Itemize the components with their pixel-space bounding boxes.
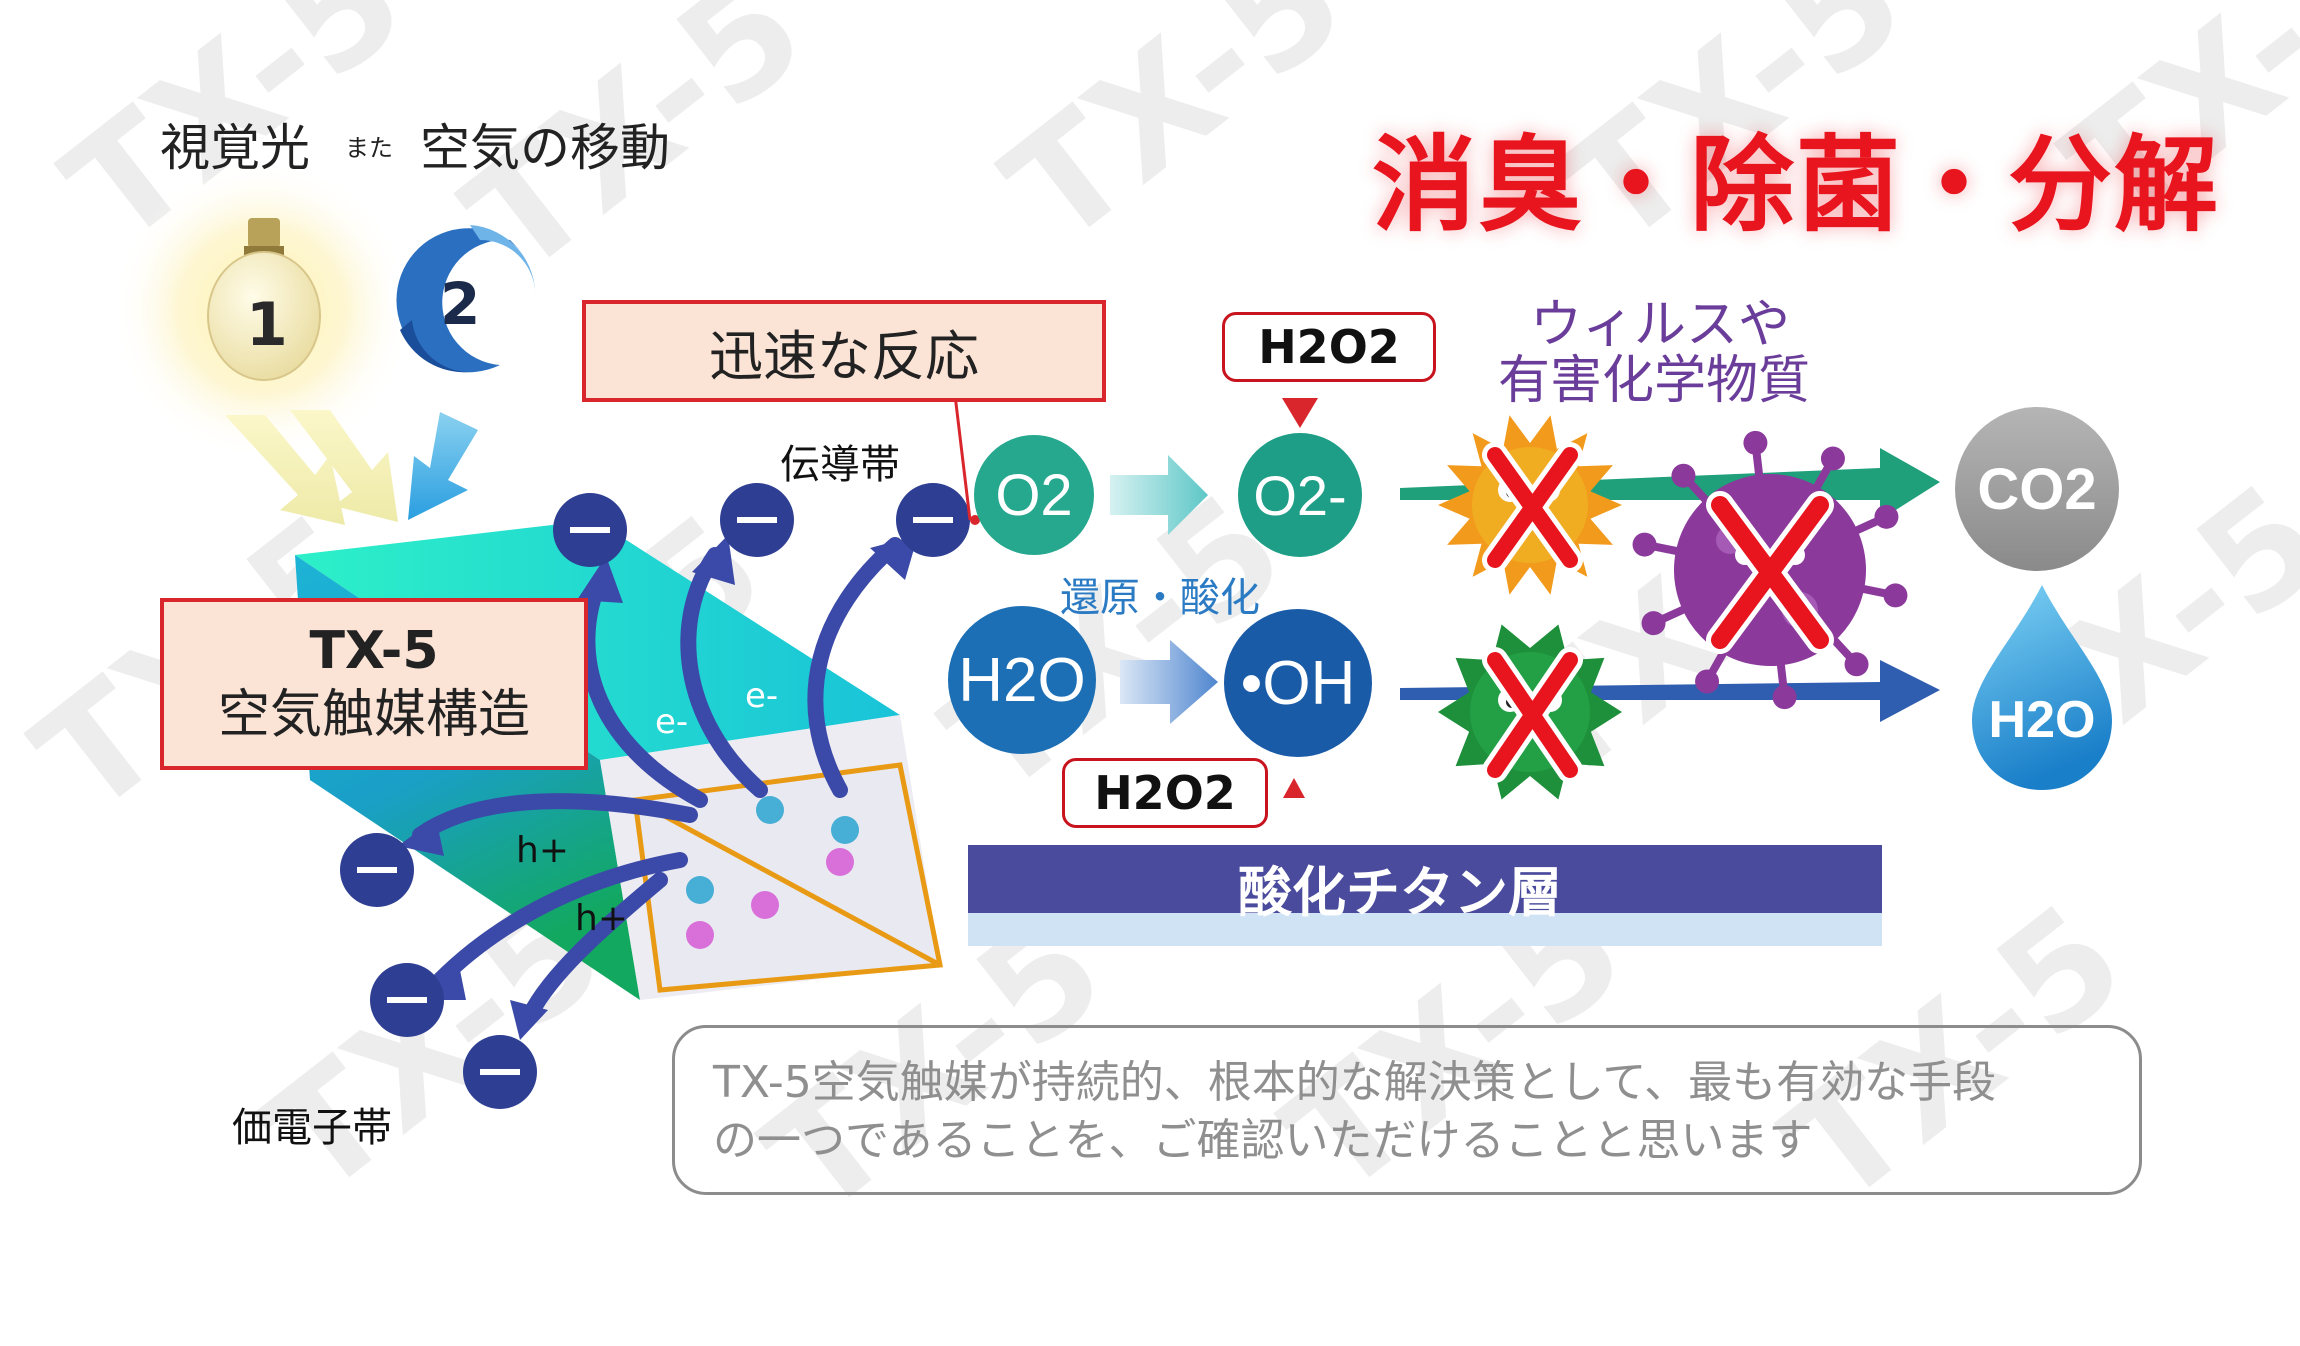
hole-label-2: h+ [575, 898, 628, 939]
molecule-atom [686, 876, 714, 904]
valence-band-label: 価電子帯 [232, 1105, 392, 1151]
pointer-down [1282, 398, 1318, 428]
tx5-subtitle: 空気触媒構造 [217, 685, 530, 745]
redox-label: 還原・酸化 [1060, 575, 1260, 621]
summary-line-1: TX-5空気触媒が持続的、根本的な解決策として、最も有効な手段 [713, 1057, 1997, 1108]
bulb-number: 1 [246, 290, 288, 360]
virus-spike [1680, 472, 1711, 505]
summary-line-2: の一つであることを、ご確認いただけることと思います [713, 1115, 1813, 1166]
summary-note: TX-5空気触媒が持続的、根本的な解決策として、最も有効な手段 の一つであること… [672, 1025, 2142, 1195]
h2o-circle [948, 606, 1096, 754]
h2o-text: H2O [958, 645, 1086, 715]
h2o-out-text: H2O [1988, 691, 2096, 749]
virus-spike [1829, 635, 1860, 668]
h2o2-bottom-box: H2O2 [1062, 758, 1268, 828]
tx5-title: TX-5 [309, 621, 439, 681]
oh-radical-text: •OH [1240, 648, 1356, 718]
hole-label-1: h+ [516, 830, 569, 871]
titanium-layer-bar [968, 845, 1882, 913]
titanium-layer-base [968, 913, 1882, 946]
o2-text: O2 [995, 462, 1073, 528]
oh-radical-circle [1224, 609, 1372, 757]
air-swirl-icon [388, 223, 536, 373]
molecule-atom [831, 816, 859, 844]
long-arrow-green [1400, 448, 1940, 520]
reaction-arrow-top [1110, 455, 1208, 535]
reaction-arrow-bottom [1120, 640, 1218, 724]
connector-dot [970, 515, 980, 525]
electron-set [340, 483, 970, 1109]
air-number: 2 [440, 270, 481, 338]
virus-spike [1776, 660, 1789, 698]
long-arrow-blue [1400, 660, 1940, 722]
o2-radical-circle [1238, 433, 1362, 557]
o2-radical-text: O2- [1253, 463, 1347, 527]
minus-sign [357, 867, 397, 873]
minus-sign [570, 527, 610, 533]
fast-reaction-box: 迅速な反応 [582, 300, 1106, 402]
h2o2-top-box: H2O2 [1222, 312, 1436, 382]
cross-mark-icons [1482, 442, 1834, 783]
minus-sign [387, 997, 427, 1003]
molecule-atom [756, 796, 784, 824]
or-label: また [345, 134, 393, 162]
page-title: 消臭・除菌・分解 [1372, 124, 2221, 246]
titanium-layer-label: 酸化チタン層 [1238, 861, 1562, 924]
minus-sign [480, 1069, 520, 1075]
co2-circle [1955, 407, 2119, 571]
water-drop-icon [1972, 585, 2112, 790]
o2-circle [974, 435, 1094, 555]
air-label: 空気の移動 [420, 119, 670, 177]
molecule-atom [686, 921, 714, 949]
light-label: 視覚光 [160, 119, 310, 177]
light-rays [225, 410, 478, 525]
virus-spike [1751, 442, 1764, 480]
virus-spike [1643, 540, 1681, 556]
molecule-atom [826, 848, 854, 876]
connector-line [953, 394, 972, 521]
electron-arrows [412, 537, 903, 1023]
molecule-atom [751, 891, 779, 919]
virus-spike [1859, 584, 1897, 600]
pointer-up [1283, 778, 1305, 798]
molecule-clusters [686, 796, 859, 949]
electron-label-2: e- [745, 676, 779, 716]
minus-sign [913, 517, 953, 523]
virus-spike [1811, 456, 1837, 492]
conduction-band-label: 伝導帯 [780, 442, 900, 488]
virus-spike [1651, 604, 1688, 627]
virus-spike [1703, 648, 1729, 684]
co2-text: CO2 [1977, 456, 2097, 522]
light-bulb-icon [112, 160, 412, 460]
virus-label-line2: 有害化学物質 [1498, 351, 1811, 411]
electron-label-1: e- [655, 702, 689, 742]
virus-spike [1852, 513, 1889, 536]
electron-arrowheads [398, 535, 918, 1040]
virus-label-line1: ウィルスや [1530, 295, 1791, 355]
watermark-text: TX-5 [975, 0, 1376, 278]
minus-sign [737, 517, 777, 523]
tx5-structure-box: TX-5 空気触媒構造 [160, 598, 588, 770]
